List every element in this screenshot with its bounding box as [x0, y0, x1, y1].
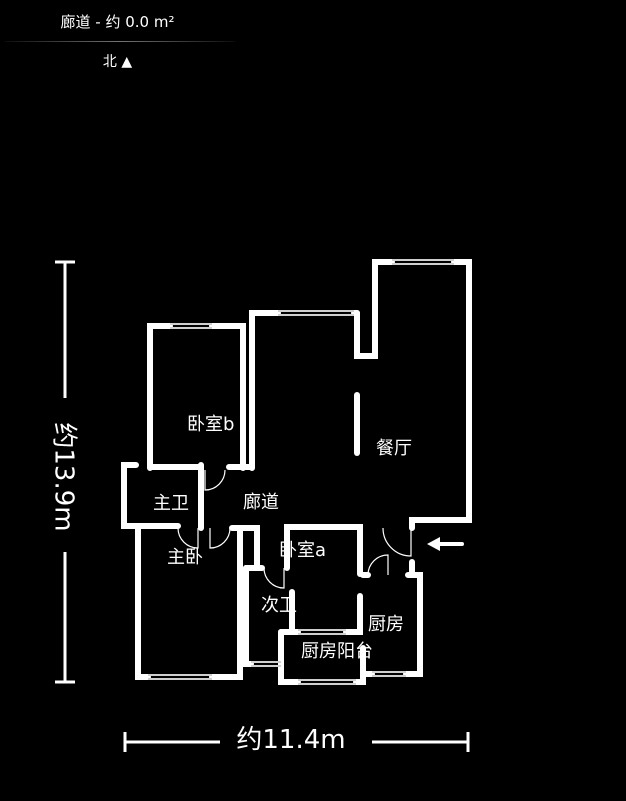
wall: [409, 259, 472, 531]
room-label-kitchen-balcony: 厨房阳台: [301, 641, 373, 662]
wall: [147, 323, 173, 471]
room-label-master-bedroom: 主卧: [167, 547, 203, 568]
door-swing: [209, 527, 231, 549]
room-label-bedroom-a: 卧室a: [279, 540, 327, 561]
room-label-second-bath: 次卫: [261, 595, 297, 616]
room-label-bedroom-b: 卧室b: [187, 414, 235, 435]
wall: [121, 462, 181, 529]
wall: [135, 525, 151, 680]
window: [298, 679, 356, 685]
room-title: 廊道 - 约 0.0 m²: [60, 13, 175, 31]
window: [372, 671, 406, 677]
dimension-lines: [55, 260, 470, 752]
wall: [284, 524, 363, 577]
wall: [403, 572, 423, 677]
door-swing: [177, 527, 199, 549]
wall: [354, 259, 395, 359]
doors: [129, 466, 412, 589]
door-swing: [382, 527, 412, 557]
wall: [209, 323, 246, 471]
room-label-kitchen: 厨房: [368, 614, 404, 635]
wall: [209, 525, 260, 680]
wall: [243, 565, 254, 667]
wall: [249, 310, 281, 471]
window: [251, 661, 281, 667]
north-indicator: 北 ▲: [102, 54, 133, 70]
height-dimension-label: 约13.9m: [48, 422, 79, 532]
window: [298, 629, 346, 635]
room-label-dining: 餐厅: [376, 438, 412, 459]
width-dimension-label: 约11.4m: [236, 725, 346, 755]
window: [392, 259, 454, 265]
window: [170, 323, 212, 329]
walls: [121, 259, 472, 685]
window: [278, 310, 354, 316]
room-label-master-bath: 主卫: [153, 493, 189, 514]
entrance-arrow-icon: [427, 537, 464, 551]
door-swing: [263, 567, 285, 589]
door-swing: [367, 554, 389, 576]
door-swing: [204, 469, 226, 491]
wall: [278, 629, 301, 685]
window: [148, 674, 212, 680]
windows: [148, 259, 454, 685]
header-divider: [5, 41, 235, 42]
wall: [353, 645, 366, 685]
wall: [343, 593, 363, 635]
height-dimension: 约13.9m: [36, 412, 96, 542]
room-label-corridor: 廊道: [243, 492, 279, 513]
